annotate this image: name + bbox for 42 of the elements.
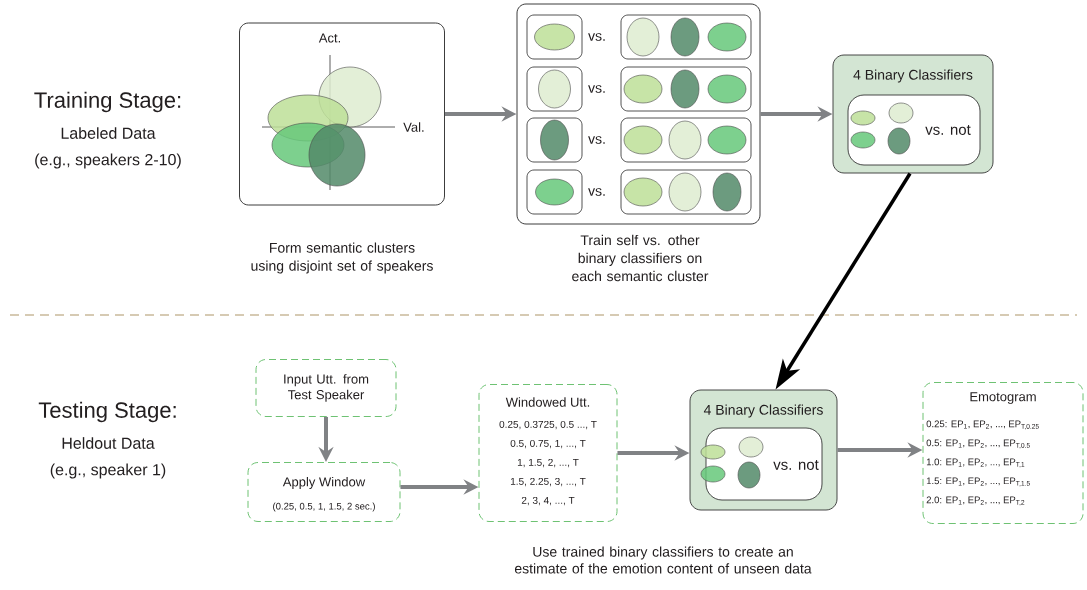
stage-subtitle: (e.g., speakers 2-10) [35, 153, 181, 169]
comparison-label: vs. [588, 188, 605, 196]
box-title: 4 Binary Classifiers [853, 69, 973, 83]
process-box [478, 384, 618, 522]
process-box [255, 359, 397, 417]
cluster-set-box [847, 94, 981, 166]
data-row: 0.25: EP$_{1}$, EP$_{2}$, ..., EP$_{T,0.25}$ [926, 420, 1039, 430]
stage-subtitle: Heldout Data [62, 437, 155, 449]
step-caption: Train self vs. other binary classifiers on each semantic cluster [572, 234, 709, 282]
process-box [922, 382, 1084, 524]
box-text: Input Utt. from Test Speaker [284, 374, 369, 402]
comparison-label: vs. not [773, 460, 819, 470]
box-title: Windowed Utt. [505, 397, 590, 407]
comparison-label: vs. [588, 85, 605, 93]
comparison-label: vs. not [925, 125, 971, 135]
data-row: 1.5, 2.25, 3, ..., T [511, 477, 586, 487]
step-caption: Form semantic clusters using disjoint set of speakers [251, 242, 433, 274]
process-box [247, 462, 401, 522]
comparison-label: vs. [588, 136, 605, 144]
data-row: 0.25, 0.3725, 0.5 ..., T [499, 420, 597, 430]
data-row: 2, 3, 4, ..., T [521, 496, 575, 506]
data-row: 1.5: EP$_{1}$, EP$_{2}$, ..., EP$_{T,1.5}$ [926, 477, 1030, 487]
data-row: 2.0: EP$_{1}$, EP$_{2}$, ..., EP$_{T,2}$ [926, 496, 1025, 506]
data-row: 1.0: EP$_{1}$, EP$_{2}$, ..., EP$_{T,1}$ [926, 458, 1025, 468]
stage-subtitle: (e.g., speaker 1) [50, 463, 166, 479]
diagram-box [239, 22, 445, 206]
data-row: 1, 1.5, 2, ..., T [517, 458, 579, 468]
stage-heading: Training Stage: [34, 91, 181, 113]
data-row: 0.5, 0.75, 1, ..., T [510, 439, 586, 449]
cluster-set-box [700, 427, 823, 501]
data-row: 0.5: EP$_{1}$, EP$_{2}$, ..., EP$_{T,0.5}$ [926, 439, 1030, 449]
stage-subtitle: Labeled Data [61, 127, 156, 139]
stage-heading: Testing Stage: [38, 401, 176, 423]
box-title: 4 Binary Classifiers [703, 404, 823, 418]
axis-label: Val. [403, 122, 424, 132]
box-text: (0.25, 0.5, 1, 1.5, 2 sec.) [273, 502, 375, 512]
note-text: Use trained binary classifiers to create an estimate of the emotion content of unseen data [514, 546, 812, 574]
axis-label: Act. [318, 33, 340, 43]
box-text: Apply Window [282, 476, 366, 490]
comparison-label: vs. [588, 33, 605, 41]
diagram-box [516, 3, 761, 225]
box-title: Emotogram [970, 392, 1036, 404]
